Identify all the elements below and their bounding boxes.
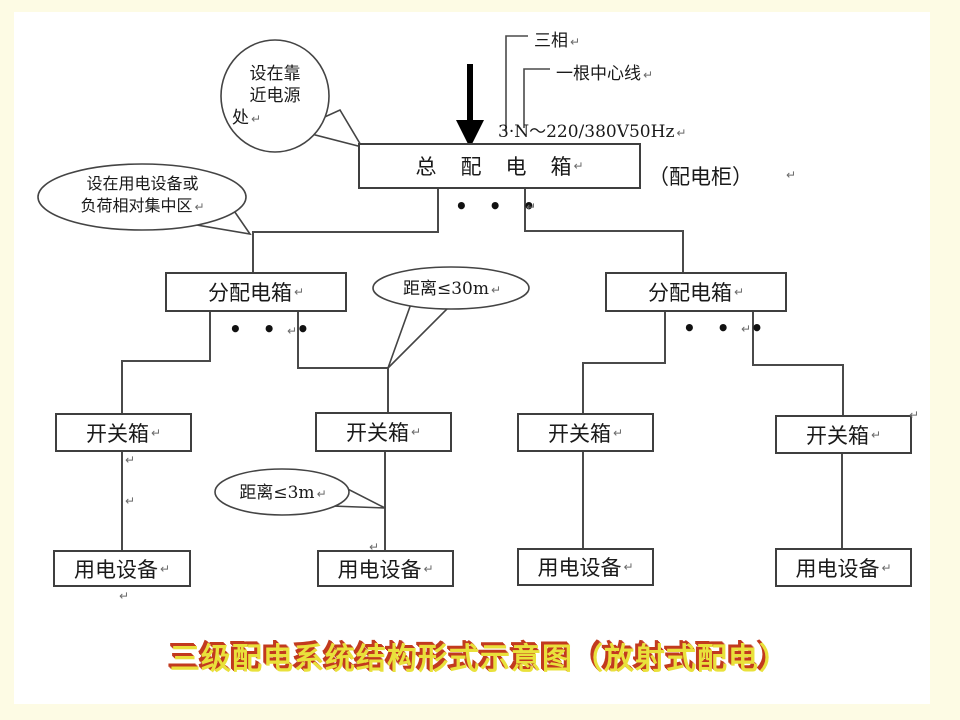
main-distribution-box: 总配电箱↵	[358, 143, 641, 189]
return-mark: ↵	[293, 285, 305, 299]
distribution-box-1-label: 分配电箱	[207, 281, 292, 305]
switch-box-1: 开关箱↵	[55, 413, 192, 452]
return-mark: ↵	[881, 560, 892, 575]
equipment-box-1-label: 用电设备	[73, 557, 158, 582]
connector-main-to-dist1	[252, 185, 439, 272]
equipment-box-4-label: 用电设备	[795, 556, 880, 581]
equipment-box-1: 用电设备↵	[53, 550, 191, 587]
distribution-box-1: 分配电箱↵	[165, 272, 347, 312]
return-mark: ↵	[570, 35, 581, 49]
return-mark: ↵	[119, 589, 130, 603]
return-mark: ↵	[733, 285, 745, 299]
return-mark: ↵	[194, 200, 205, 214]
callout-load-center-text: 设在用电设备或 负荷相对集中区↵	[80, 174, 205, 215]
callout-near-power-text: 设在靠 近电源 处↵	[232, 64, 301, 128]
switch-box-1-label: 开关箱	[85, 421, 149, 446]
neutral-label: 一根中心线↵	[556, 64, 654, 84]
equipment-box-2: 用电设备↵	[317, 550, 454, 587]
ellipsis-main: • • •	[455, 194, 543, 218]
callout-3m-bubble	[214, 468, 350, 516]
callout-load-center-bubble	[37, 163, 247, 231]
return-mark: ↵	[490, 283, 502, 297]
return-mark: ↵	[251, 112, 262, 126]
page-title: 三级配电系统结构形式示意图（放射式配电）	[170, 642, 790, 677]
ellipsis-dist2: • • •	[683, 316, 771, 340]
switch-box-3: 开关箱↵	[517, 413, 654, 452]
callout-30m-bubble	[372, 266, 530, 310]
return-mark: ↵	[643, 68, 654, 82]
switch-box-2: 开关箱↵	[315, 412, 452, 452]
callout-30m-text: 距离≤30m↵	[402, 279, 502, 299]
return-mark: ↵	[316, 487, 327, 501]
equipment-box-4: 用电设备↵	[775, 548, 912, 587]
supply-arrow-head-icon	[456, 120, 484, 148]
return-mark: ↵	[870, 427, 882, 442]
return-mark: ↵	[573, 159, 584, 173]
connector-dist1-to-switch1	[121, 308, 211, 413]
switch-box-4-label: 开关箱	[805, 423, 869, 448]
return-mark: ↵	[287, 324, 298, 338]
cabinet-note: （配电柜）	[648, 165, 753, 189]
supply-spec-label: 3·N～220/380V50Hz↵	[498, 122, 687, 142]
phase-bracket-line	[505, 35, 528, 131]
callout-near-power-bubble	[220, 39, 330, 153]
switch-box-2-label: 开关箱	[345, 421, 409, 445]
callout-3m-text: 距离≤3m↵	[239, 483, 327, 503]
return-mark: ↵	[410, 425, 422, 439]
connector-dist1-to-switch2	[297, 308, 389, 413]
return-mark: ↵	[623, 560, 634, 574]
return-mark: ↵	[786, 168, 797, 182]
return-mark: ↵	[676, 126, 687, 140]
connector-main-to-dist2	[524, 185, 684, 272]
return-mark: ↵	[526, 200, 537, 214]
return-mark: ↵	[125, 453, 136, 467]
equipment-box-2-label: 用电设备	[337, 557, 422, 582]
distribution-box-2: 分配电箱↵	[605, 272, 787, 312]
distribution-box-2-label: 分配电箱	[647, 281, 732, 305]
neutral-bracket-line	[523, 68, 550, 128]
return-mark: ↵	[125, 494, 136, 508]
return-mark: ↵	[150, 425, 162, 440]
return-mark: ↵	[612, 425, 624, 440]
connector-dist2-to-switch4	[752, 308, 844, 415]
phase-label: 三相↵	[534, 31, 581, 51]
return-mark: ↵	[741, 322, 752, 336]
switch-box-4: 开关箱↵	[775, 415, 912, 454]
return-mark: ↵	[159, 561, 171, 576]
main-distribution-box-label: 总配电箱	[415, 155, 596, 179]
equipment-box-3: 用电设备↵	[517, 548, 654, 586]
return-mark: ↵	[369, 540, 380, 554]
equipment-box-3-label: 用电设备	[537, 556, 622, 580]
ellipsis-dist1: • • •	[229, 317, 317, 341]
return-mark: ↵	[909, 408, 920, 422]
callout-30m-tail	[387, 300, 452, 369]
switch-box-3-label: 开关箱	[547, 421, 611, 446]
connector-dist2-to-switch3	[582, 308, 666, 413]
return-mark: ↵	[423, 561, 434, 576]
